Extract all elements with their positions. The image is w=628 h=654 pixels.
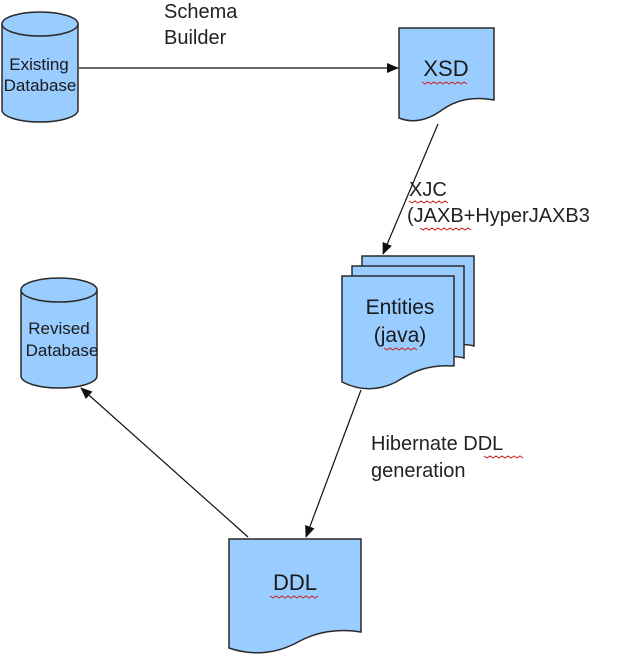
hibernate-line1: Hibernate DDL (371, 433, 503, 455)
node-revised-database: Revised Database (20, 277, 99, 389)
schema-builder-line1: Schema (164, 1, 238, 23)
node-ddl: DDL (228, 538, 362, 654)
spellcheck-underline-ddl (269, 595, 319, 599)
database-cylinder-icon (1, 11, 79, 123)
hibernate-line2: generation (371, 460, 466, 482)
node-xsd: XSD (398, 27, 495, 122)
multi-document-icon (341, 255, 475, 390)
entities-label-line2: (java) (374, 324, 427, 347)
edge-label-schema-builder: Schema Builder (164, 1, 238, 49)
document-icon (398, 27, 495, 122)
existing-database-label-line1: Existing (9, 55, 69, 74)
edge-label-hibernate: Hibernate DDL generation (371, 433, 524, 482)
existing-database-label-line2: Database (4, 76, 77, 95)
xjc-line1: XJC (409, 179, 447, 201)
revised-database-label-line2: Database (26, 341, 99, 360)
spellcheck-underline-jaxb (419, 227, 472, 231)
database-cylinder-icon (20, 277, 98, 389)
node-existing-database: Existing Database (1, 11, 79, 123)
ddl-label: DDL (273, 570, 317, 595)
document-icon (228, 538, 362, 654)
entities-label-line1: Entities (366, 296, 435, 319)
node-entities: Entities (java) (341, 255, 475, 390)
edge-xjc-arrow (382, 123, 439, 255)
edge-ddl-to-revised-arrow (80, 387, 249, 538)
xjc-line2: (JAXB+HyperJAXB3 (407, 205, 590, 227)
spellcheck-underline-xsd (421, 81, 468, 85)
edge-hibernate-arrow (305, 389, 362, 538)
spellcheck-underline-java (383, 347, 418, 351)
revised-database-label-line1: Revised (28, 319, 89, 338)
schema-builder-line2: Builder (164, 27, 227, 49)
spellcheck-underline-xjc (408, 200, 449, 204)
spellcheck-underline-hibernate-ddl (483, 455, 524, 459)
edge-label-xjc: XJC (JAXB+HyperJAXB3 (407, 179, 590, 231)
xsd-label: XSD (423, 56, 468, 81)
